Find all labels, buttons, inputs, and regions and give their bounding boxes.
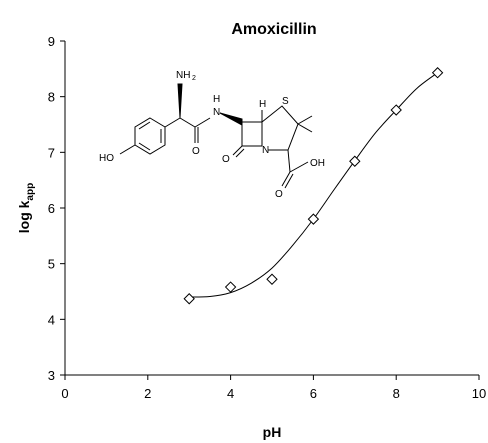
beta-lactam-ring [241,121,263,147]
svg-text:H: H [213,94,220,105]
chart-title: Amoxicillin [231,21,316,38]
x-axis-label: pH [263,424,282,440]
fit-curve [189,72,438,298]
svg-text:O: O [222,154,230,165]
x-tick-label: 0 [61,386,68,401]
svg-text:OH: OH [310,158,325,169]
amoxicillin-structure [119,83,313,189]
y-axis-label-sub: app [25,183,36,201]
svg-text:O: O [192,146,200,157]
y-axis-label: log kapp [16,183,36,233]
y-tick-label: 5 [48,257,55,272]
y-axis-label-main: log k [16,200,32,233]
svg-text:H: H [259,99,266,110]
svg-text:2: 2 [192,75,196,82]
y-tick-label: 7 [48,145,55,160]
data-point [307,213,320,225]
y-tick-label: 8 [48,90,55,105]
data-point [266,273,278,285]
data-point [224,281,237,293]
svg-text:HO: HO [99,153,114,164]
y-ticks: 3 4 5 6 7 8 9 [48,34,65,383]
svg-text:O: O [275,189,283,200]
data-point [431,67,444,79]
y-tick-label: 6 [48,201,55,216]
thiazolidine-ring [261,105,299,151]
x-tick-label: 6 [310,386,317,401]
x-tick-label: 2 [144,386,151,401]
x-tick-label: 8 [393,386,400,401]
svg-text:N: N [213,107,220,118]
data-point [349,155,361,167]
svg-text:N: N [262,145,269,156]
y-tick-label: 4 [48,312,55,327]
amoxicillin-structure-labels: NH 2 HO O H N H S O N OH O [99,70,325,200]
x-tick-label: 4 [227,386,234,401]
svg-text:S: S [282,96,289,107]
data-point [183,293,195,305]
data-points [183,67,444,305]
y-tick-label: 3 [48,368,55,383]
data-point [390,104,402,116]
x-ticks: 0 2 4 6 8 10 [61,375,486,401]
y-tick-label: 9 [48,34,55,49]
svg-text:NH: NH [176,70,190,81]
x-tick-label: 10 [472,386,486,401]
